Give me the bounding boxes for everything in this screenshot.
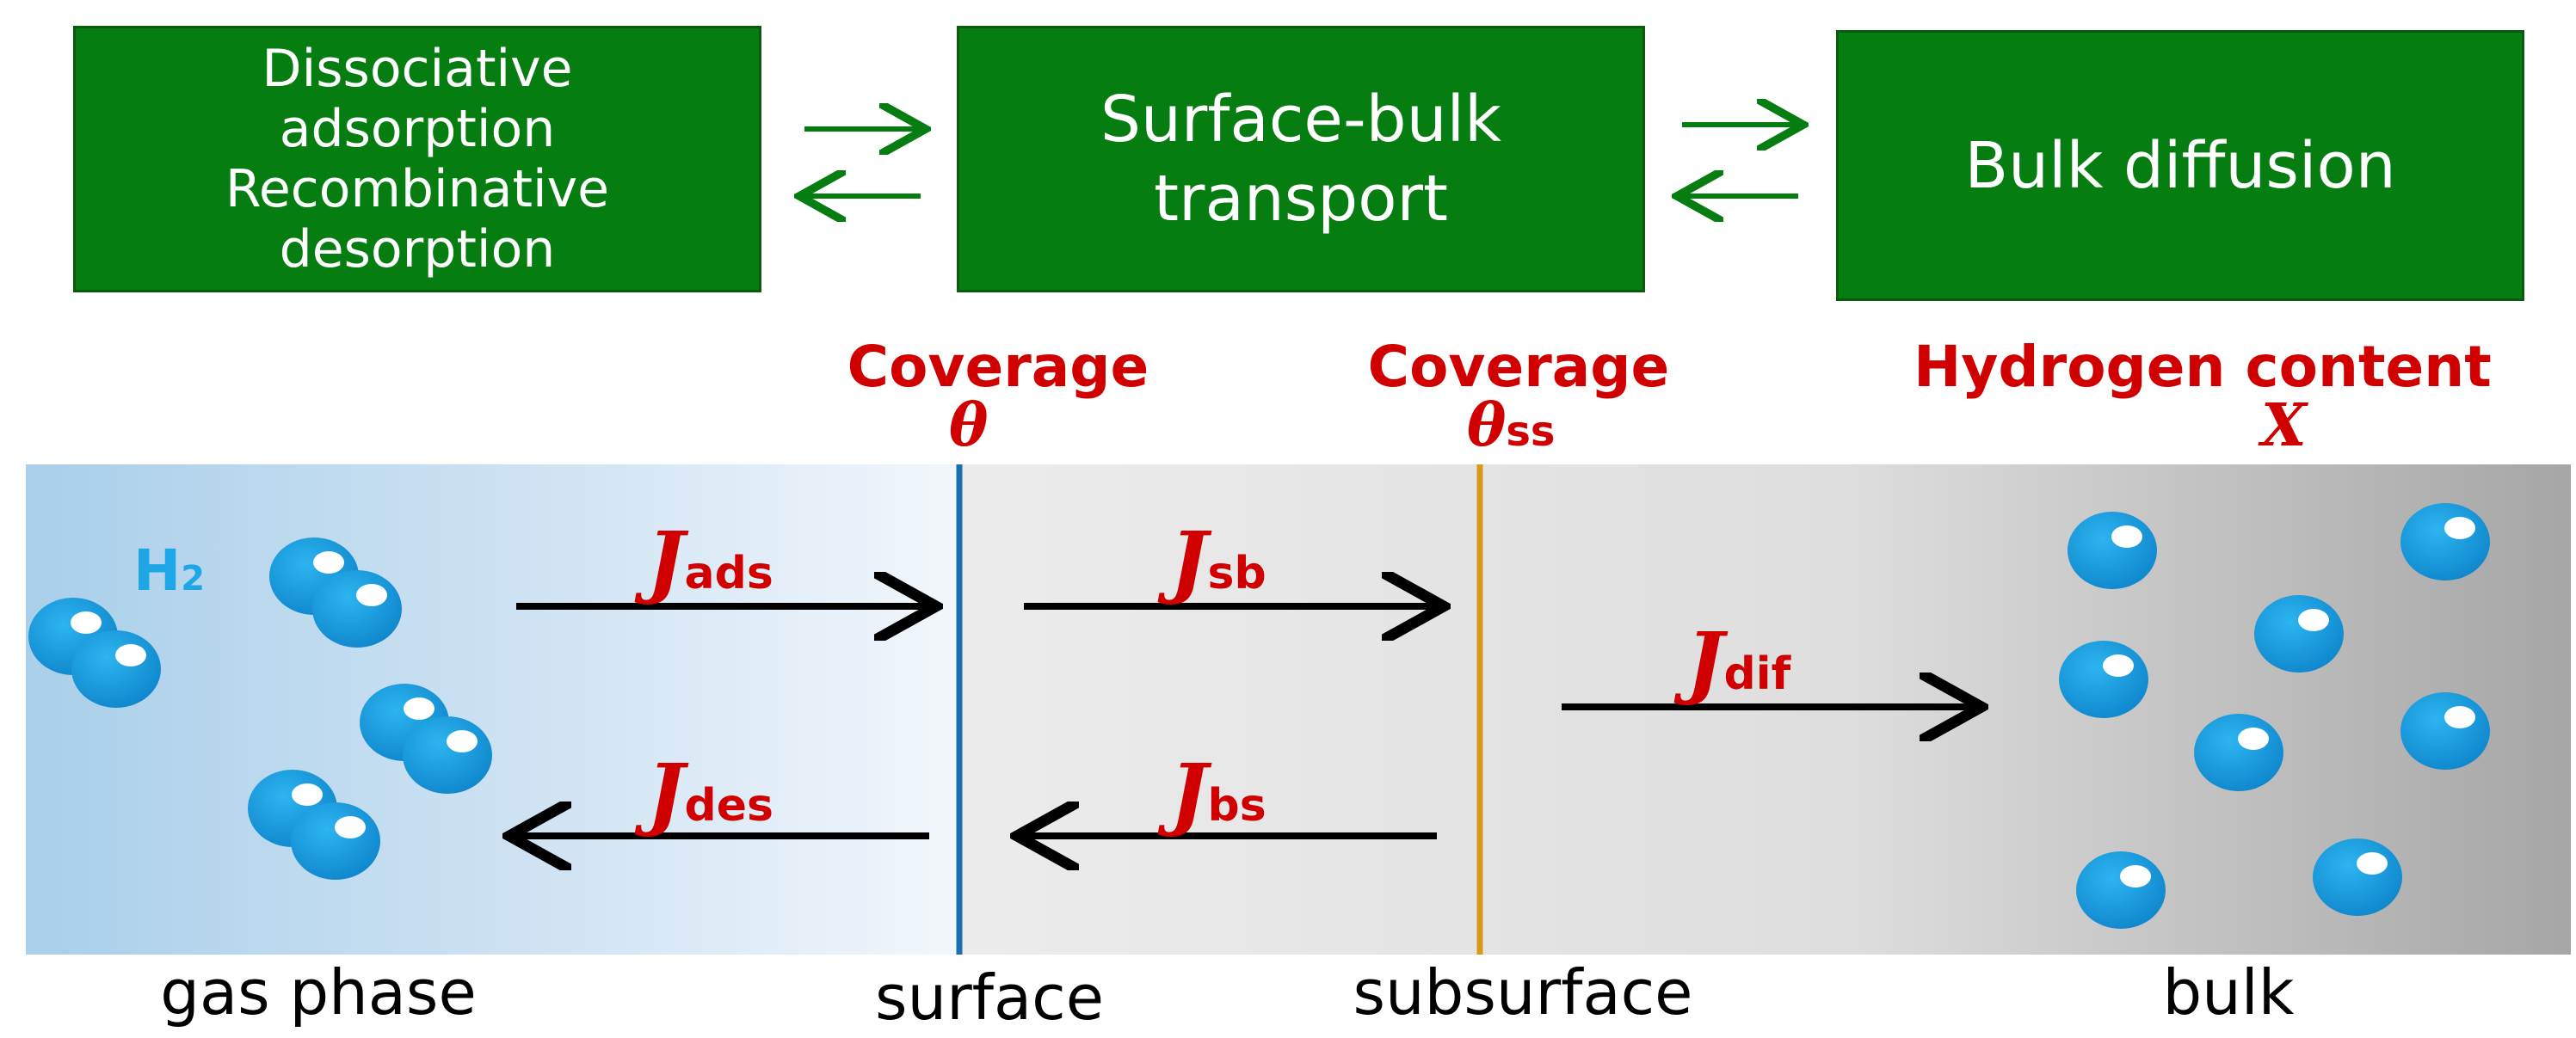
h-atom [2068, 512, 2157, 589]
h-atom [2194, 714, 2283, 791]
j-dif-sub: dif [1723, 648, 1791, 700]
coverage-surface-label: Coverage [847, 334, 1149, 400]
theta-ss-main: θ [1467, 391, 1507, 460]
theta-ss-subscript: ss [1506, 408, 1556, 456]
surface-label: surface [874, 961, 1105, 1034]
j-ads-label: Jads [647, 514, 773, 607]
h2-label-main: H [133, 537, 182, 604]
surface-bulk-transport-box: Surface-bulk transport [957, 26, 1645, 292]
box-arrows [0, 0, 2576, 344]
theta-ss-symbol: θss [1467, 391, 1556, 460]
j-des-sub: des [684, 780, 773, 832]
adsorption-desorption-box: Dissociative adsorption Recombinative de… [73, 26, 761, 292]
hydrogen-content-label: Hydrogen content [1914, 334, 2492, 400]
j-des-label: Jdes [647, 746, 773, 839]
box2-line2: transport [1154, 162, 1448, 236]
j-des-main: J [647, 746, 685, 839]
bulk-diffusion-box: Bulk diffusion [1836, 30, 2524, 301]
h-atom [2254, 595, 2344, 673]
box1-line2: adsorption [279, 99, 556, 159]
h-atom [2313, 838, 2402, 916]
h2-molecule [269, 537, 402, 648]
j-sb-sub: sb [1207, 548, 1266, 599]
h-atom [2059, 641, 2148, 718]
j-sb-label: Jsb [1170, 514, 1266, 607]
box1-line1: Dissociative [262, 39, 573, 99]
h-atom [2400, 503, 2490, 580]
box3-line1: Bulk diffusion [1964, 128, 2396, 203]
h-atom [2076, 851, 2166, 929]
j-ads-sub: ads [684, 548, 773, 599]
j-dif-label: Jdif [1686, 615, 1790, 708]
j-sb-main: J [1170, 514, 1208, 607]
subsurface-label: subsurface [1353, 956, 1693, 1029]
bulk-label: bulk [2162, 956, 2295, 1029]
h2-label: H2 [133, 537, 205, 604]
box1-line3: Recombinative [225, 159, 610, 219]
j-bs-main: J [1170, 746, 1208, 839]
j-bs-label: Jbs [1170, 746, 1266, 839]
j-ads-main: J [647, 514, 685, 607]
h2-molecule [360, 684, 492, 794]
h2-molecule [28, 598, 161, 708]
h2-label-subscript: 2 [181, 559, 206, 599]
box2-line1: Surface-bulk [1100, 83, 1501, 157]
h-atom [2400, 692, 2490, 770]
gas-phase-label: gas phase [160, 956, 477, 1029]
h2-molecule [248, 770, 380, 880]
gas-region [26, 464, 959, 955]
process-panel [26, 464, 2571, 955]
x-symbol: X [2261, 391, 2307, 460]
j-bs-sub: bs [1207, 780, 1266, 832]
box1-line4: desorption [279, 219, 556, 279]
coverage-subsurface-label: Coverage [1367, 334, 1670, 400]
theta-symbol: θ [949, 391, 989, 460]
j-dif-main: J [1686, 615, 1724, 708]
